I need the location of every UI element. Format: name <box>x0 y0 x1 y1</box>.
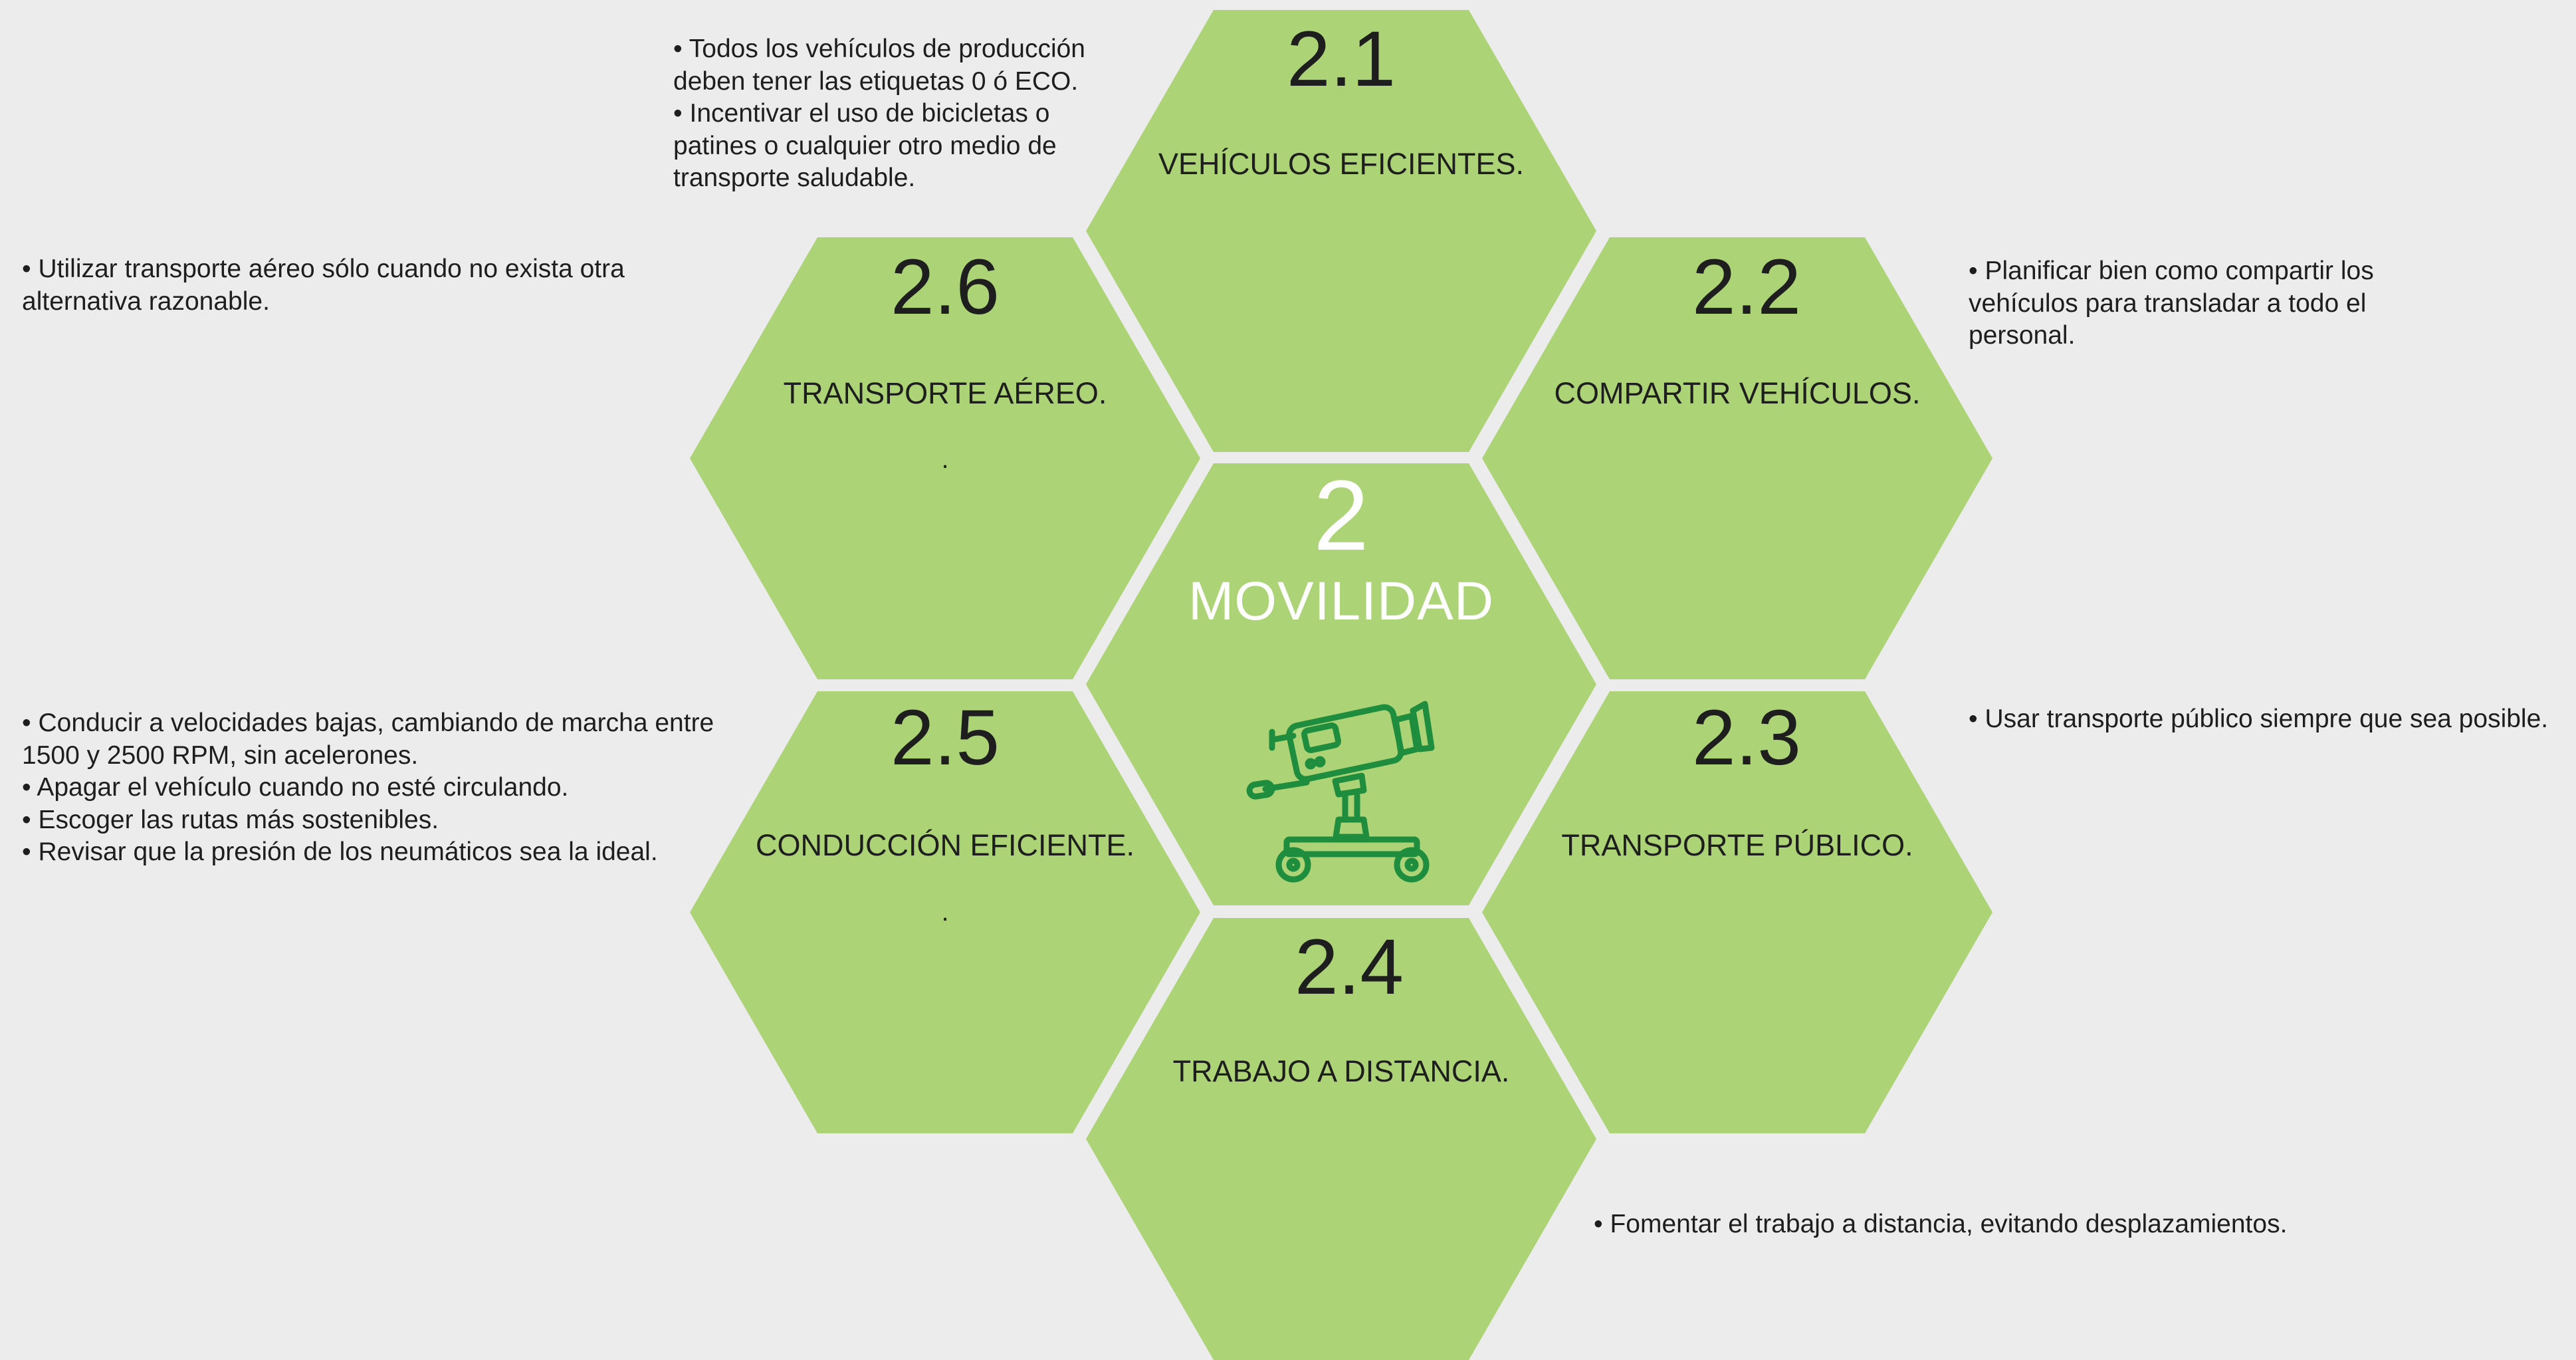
description-line: • Utilizar transporte aéreo sólo cuando … <box>22 255 625 283</box>
description-line: • Revisar que la presión de los neumátic… <box>22 838 658 866</box>
description-line: • Usar transporte público siempre que se… <box>1969 705 2549 733</box>
video-camera-on-dolly-icon <box>1246 701 1435 883</box>
description-line: • Apagar el vehículo cuando no esté circ… <box>22 773 569 802</box>
description-line: 1500 y 2500 RPM, sin acelerones. <box>22 740 419 770</box>
section-number: 2.5 <box>890 694 1000 782</box>
section-label: COMPARTIR VEHÍCULOS. <box>1554 376 1921 410</box>
description-2-6: • Utilizar transporte aéreo sólo cuando … <box>22 253 625 318</box>
description-2-5: • Conducir a velocidades bajas, cambiand… <box>22 707 714 869</box>
description-2-1: • Todos los vehículos de producción debe… <box>673 33 1085 195</box>
section-dot: . <box>941 897 949 927</box>
description-line: vehículos para transladar a todo el <box>1969 288 2367 318</box>
section-label: TRANSPORTE PÚBLICO. <box>1561 828 1913 862</box>
center-number: 2 <box>1313 459 1369 571</box>
description-line: • Fomentar el trabajo a distancia, evita… <box>1594 1210 2288 1238</box>
section-number: 2.3 <box>1691 694 1802 782</box>
description-2-2: • Planificar bien como compartir los veh… <box>1969 255 2374 352</box>
section-label: TRANSPORTE AÉREO. <box>783 376 1107 410</box>
hexagon-2-1: 2.1 VEHÍCULOS EFICIENTES. <box>1086 10 1596 452</box>
description-line: • Incentivar el uso de bicicletas o <box>673 99 1050 128</box>
hexagon-2-4: 2.4 TRABAJO A DISTANCIA. <box>1086 918 1596 1360</box>
section-label: TRABAJO A DISTANCIA. <box>1172 1054 1510 1088</box>
section-dot: . <box>941 445 949 474</box>
description-line: • Escoger las rutas más sostenibles. <box>22 805 439 834</box>
hexagon-2-3: 2.3 TRANSPORTE PÚBLICO. <box>1482 691 1992 1133</box>
description-line: • Planificar bien como compartir los <box>1969 257 2374 285</box>
description-2-4: • Fomentar el trabajo a distancia, evita… <box>1594 1208 2287 1241</box>
center-hexagon: 2 MOVILIDAD <box>1086 463 1596 905</box>
section-label: VEHÍCULOS EFICIENTES. <box>1158 147 1525 181</box>
section-number: 2.6 <box>890 243 1000 331</box>
center-title: MOVILIDAD <box>1188 571 1495 631</box>
section-label: CONDUCCIÓN EFICIENTE. <box>755 828 1134 862</box>
hexagon-2-2: 2.2 COMPARTIR VEHÍCULOS. <box>1482 237 1992 679</box>
description-line: deben tener las etiquetas 0 ó ECO. <box>673 66 1079 96</box>
description-line: • Conducir a velocidades bajas, cambiand… <box>22 709 714 737</box>
description-line: alternativa razonable. <box>22 286 270 316</box>
section-number: 2.2 <box>1691 243 1802 331</box>
hexagon-2-6: 2.6 TRANSPORTE AÉREO. . <box>690 237 1200 679</box>
description-line: patines o cualquier otro medio de <box>673 131 1057 160</box>
section-number: 2.1 <box>1286 15 1396 103</box>
section-number: 2.4 <box>1294 923 1404 1011</box>
hexagon-2-5: 2.5 CONDUCCIÓN EFICIENTE. . <box>690 691 1200 1133</box>
description-2-3: • Usar transporte público siempre que se… <box>1969 703 2548 736</box>
description-line: transporte saludable. <box>673 164 916 192</box>
description-line: • Todos los vehículos de producción <box>673 35 1085 63</box>
description-line: personal. <box>1969 321 2076 350</box>
